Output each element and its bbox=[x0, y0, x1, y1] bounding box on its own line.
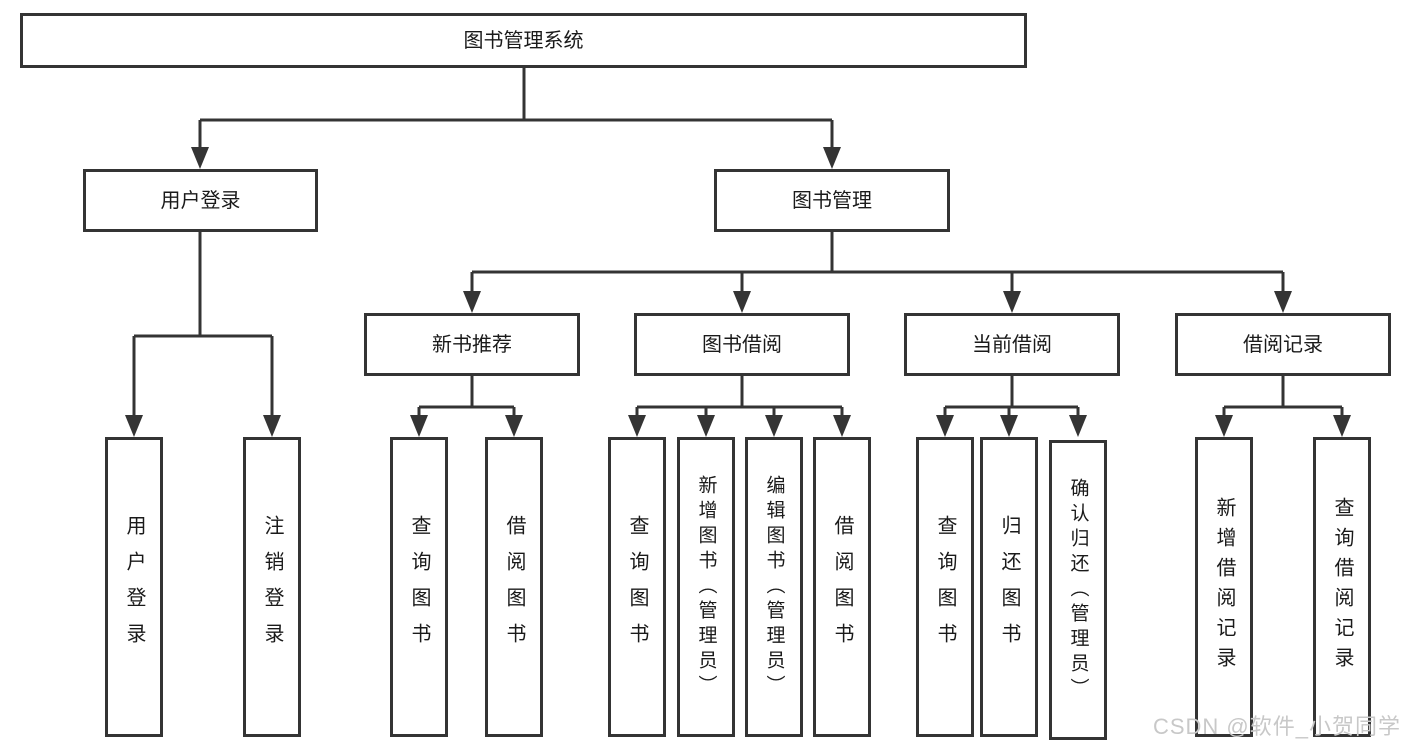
arrow-down-icon bbox=[628, 415, 646, 437]
arrow-down-icon bbox=[936, 415, 954, 437]
leaf-add-book-admin-label: 新增图书（管理员） bbox=[695, 474, 717, 700]
leaf-borrow-book-recommend-label: 借阅图书 bbox=[503, 515, 525, 659]
leaf-query-book-recommend-label: 查询图书 bbox=[408, 515, 430, 659]
arrow-down-icon bbox=[125, 415, 143, 437]
arrow-down-icon bbox=[833, 415, 851, 437]
connector-root-to-level2 bbox=[198, 68, 834, 150]
connector-borrow-records-to-leaves bbox=[1222, 376, 1344, 420]
arrow-down-icon bbox=[463, 291, 481, 313]
node-borrow-records-label: 借阅记录 bbox=[1243, 333, 1323, 356]
arrow-down-icon bbox=[505, 415, 523, 437]
leaf-user-login: 用户登录 bbox=[105, 437, 163, 737]
node-book-management: 图书管理 bbox=[714, 169, 950, 232]
leaf-confirm-return-admin-label: 确认归还（管理员） bbox=[1067, 477, 1089, 703]
arrowheads-leaves bbox=[410, 415, 1351, 437]
node-book-management-label: 图书管理 bbox=[792, 189, 872, 212]
leaf-user-login-label: 用户登录 bbox=[123, 515, 145, 659]
node-borrow-records: 借阅记录 bbox=[1175, 313, 1391, 376]
leaf-query-borrow-record: 查询借阅记录 bbox=[1313, 437, 1371, 737]
leaf-add-borrow-record: 新增借阅记录 bbox=[1195, 437, 1253, 737]
node-user-login-label: 用户登录 bbox=[160, 189, 241, 212]
arrow-down-icon bbox=[1003, 291, 1021, 313]
node-book-borrow-label: 图书借阅 bbox=[702, 333, 782, 356]
node-book-borrow: 图书借阅 bbox=[634, 313, 850, 376]
leaf-logout: 注销登录 bbox=[243, 437, 301, 737]
connector-current-borrow-to-leaves bbox=[943, 376, 1080, 420]
connector-user-login-to-leaves bbox=[132, 232, 274, 420]
leaf-return-book: 归还图书 bbox=[980, 437, 1038, 737]
leaf-confirm-return-admin: 确认归还（管理员） bbox=[1049, 440, 1107, 740]
arrow-down-icon bbox=[697, 415, 715, 437]
arrow-down-icon bbox=[410, 415, 428, 437]
arrowheads-level2 bbox=[191, 147, 841, 169]
node-new-book-recommend-label: 新书推荐 bbox=[432, 333, 512, 356]
leaf-query-book-borrow: 查询图书 bbox=[608, 437, 666, 737]
leaf-add-book-admin: 新增图书（管理员） bbox=[677, 437, 735, 737]
leaf-return-book-label: 归还图书 bbox=[998, 515, 1020, 659]
arrow-down-icon bbox=[263, 415, 281, 437]
node-current-borrow-label: 当前借阅 bbox=[972, 333, 1052, 356]
arrow-down-icon bbox=[1215, 415, 1233, 437]
leaf-edit-book-admin: 编辑图书（管理员） bbox=[745, 437, 803, 737]
leaf-borrow-book-recommend: 借阅图书 bbox=[485, 437, 543, 737]
arrowheads-level3 bbox=[463, 291, 1292, 313]
arrow-down-icon bbox=[1000, 415, 1018, 437]
connector-book-borrow-to-leaves bbox=[635, 376, 844, 420]
leaf-add-borrow-record-label: 新增借阅记录 bbox=[1213, 497, 1235, 677]
arrow-down-icon bbox=[733, 291, 751, 313]
connector-new-book-to-leaves bbox=[417, 376, 516, 420]
csdn-watermark: CSDN @软件_小贺同学 bbox=[1152, 714, 1401, 739]
leaf-borrow-book: 借阅图书 bbox=[813, 437, 871, 737]
node-root: 图书管理系统 bbox=[20, 13, 1027, 68]
leaf-query-book-current-label: 查询图书 bbox=[934, 515, 956, 659]
arrow-down-icon bbox=[823, 147, 841, 169]
node-new-book-recommend: 新书推荐 bbox=[364, 313, 580, 376]
arrow-down-icon bbox=[1274, 291, 1292, 313]
arrow-down-icon bbox=[765, 415, 783, 437]
leaf-query-book-borrow-label: 查询图书 bbox=[626, 515, 648, 659]
leaf-borrow-book-label: 借阅图书 bbox=[831, 515, 853, 659]
node-root-label: 图书管理系统 bbox=[463, 29, 584, 52]
arrow-down-icon bbox=[1069, 415, 1087, 437]
leaf-query-book-recommend: 查询图书 bbox=[390, 437, 448, 737]
node-current-borrow: 当前借阅 bbox=[904, 313, 1120, 376]
arrow-down-icon bbox=[191, 147, 209, 169]
node-user-login: 用户登录 bbox=[83, 169, 318, 232]
arrowheads-user-login-leaves bbox=[125, 415, 281, 437]
leaf-edit-book-admin-label: 编辑图书（管理员） bbox=[763, 474, 785, 700]
leaf-logout-label: 注销登录 bbox=[261, 515, 283, 659]
connector-book-mgmt-to-level3 bbox=[470, 232, 1285, 296]
leaf-query-borrow-record-label: 查询借阅记录 bbox=[1331, 497, 1353, 677]
arrow-down-icon bbox=[1333, 415, 1351, 437]
leaf-query-book-current: 查询图书 bbox=[916, 437, 974, 737]
